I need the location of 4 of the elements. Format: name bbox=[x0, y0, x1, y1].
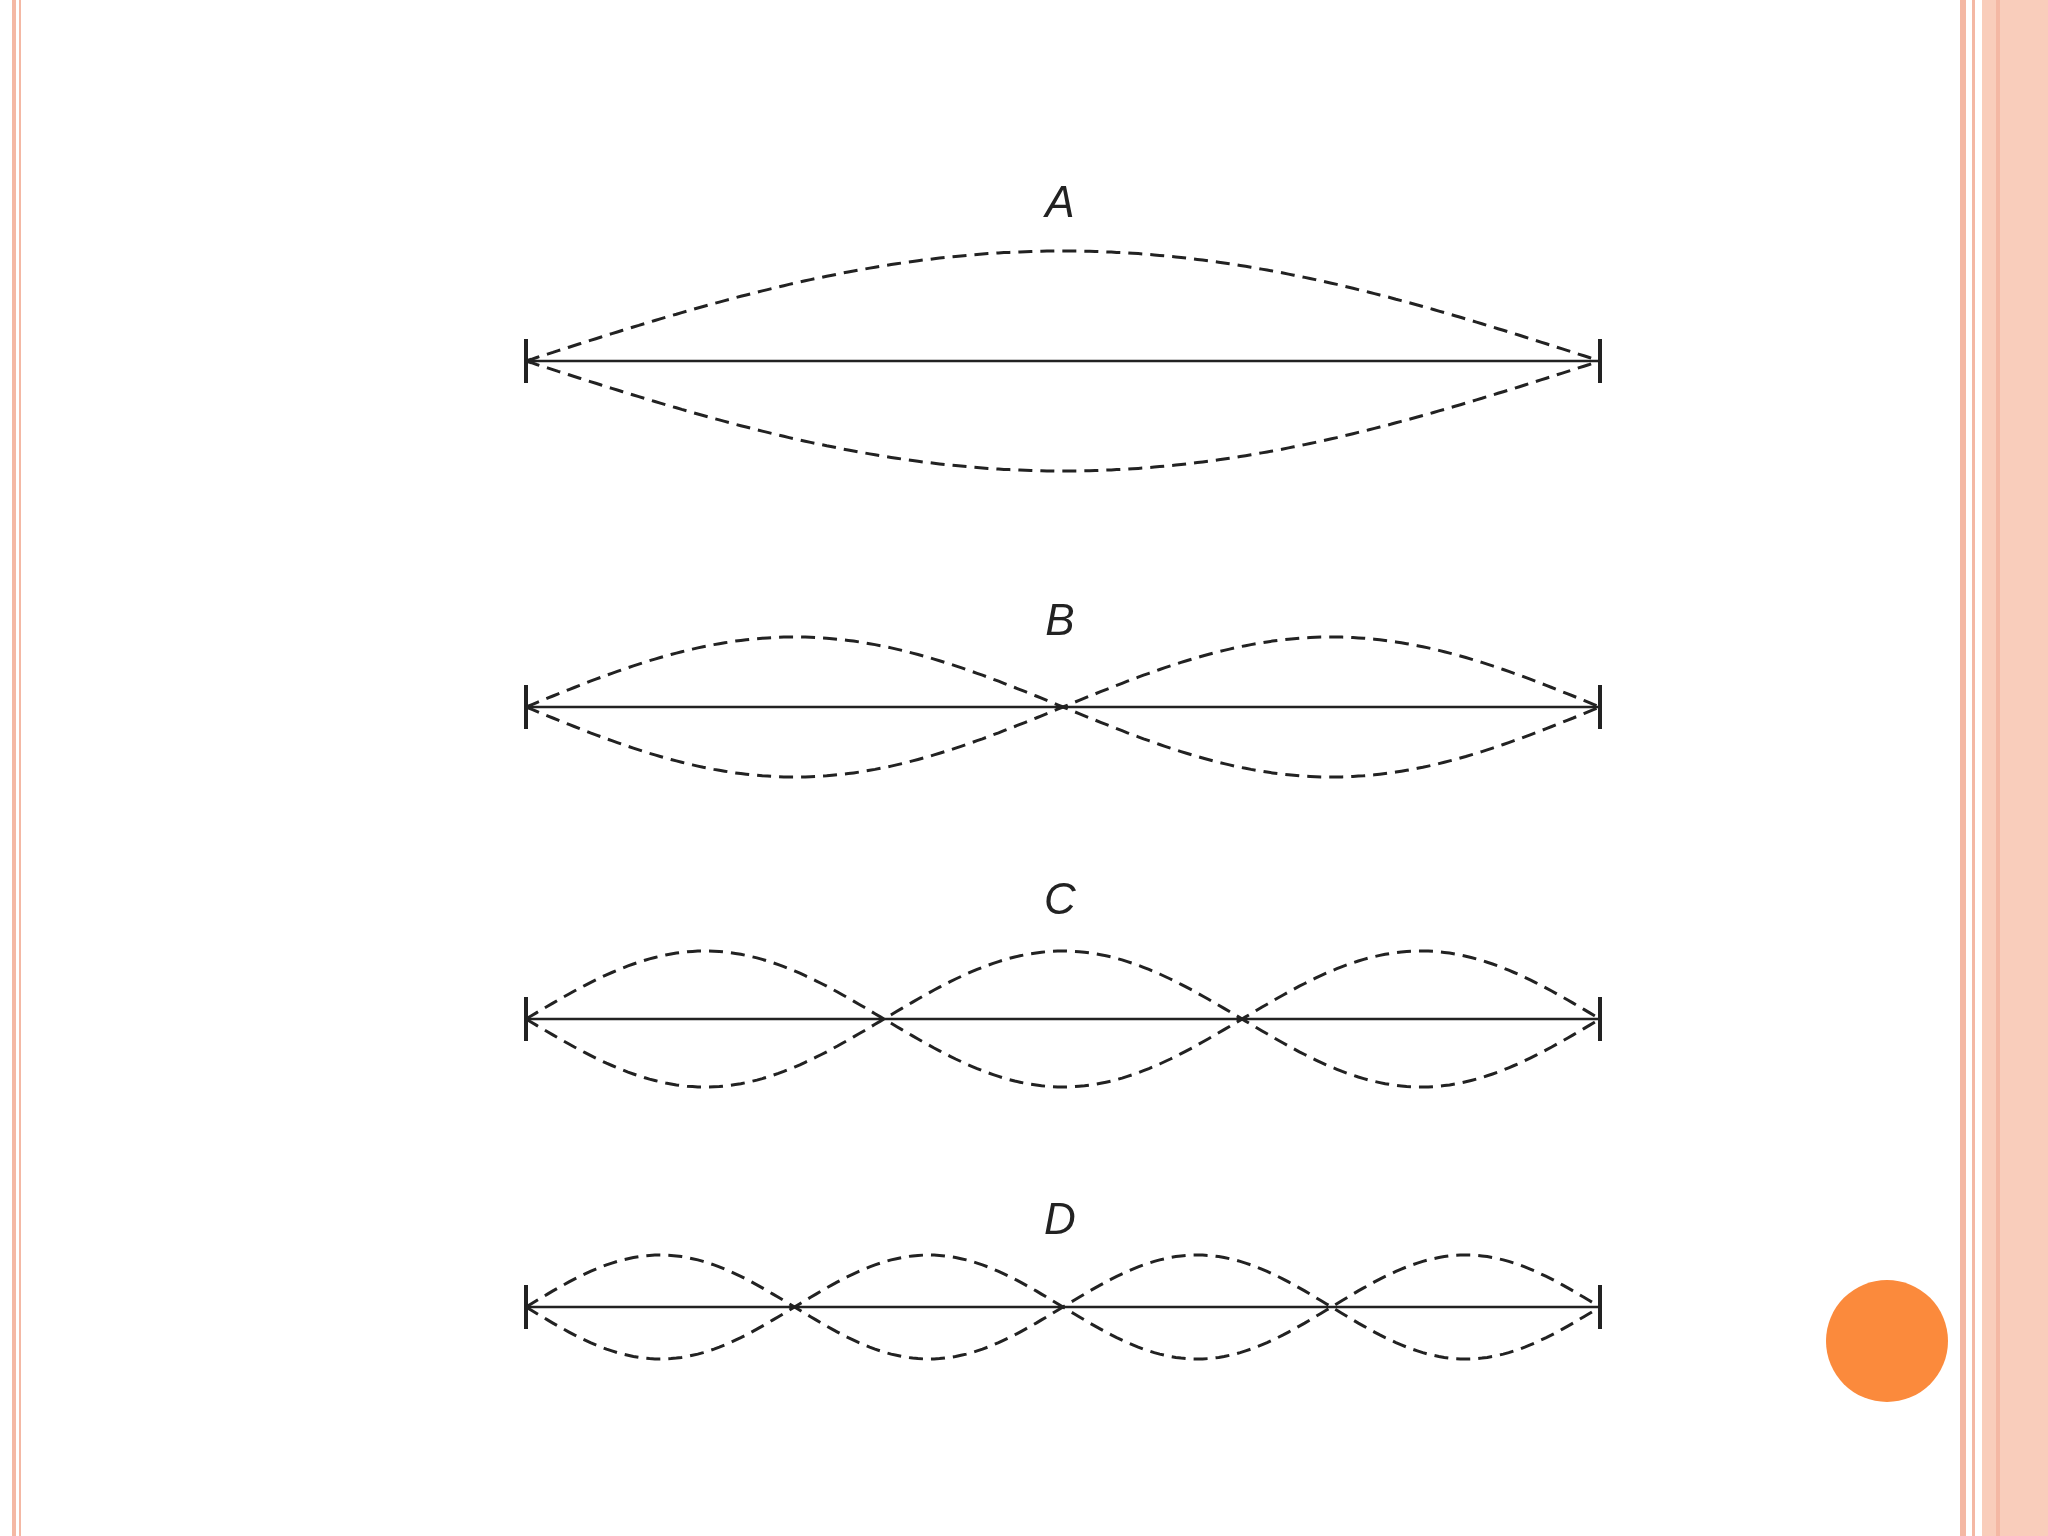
panel-label: B bbox=[1045, 598, 1075, 642]
panel-label: C bbox=[1044, 877, 1076, 921]
panel-label: D bbox=[1044, 1197, 1076, 1241]
panel-label: A bbox=[1045, 180, 1075, 224]
